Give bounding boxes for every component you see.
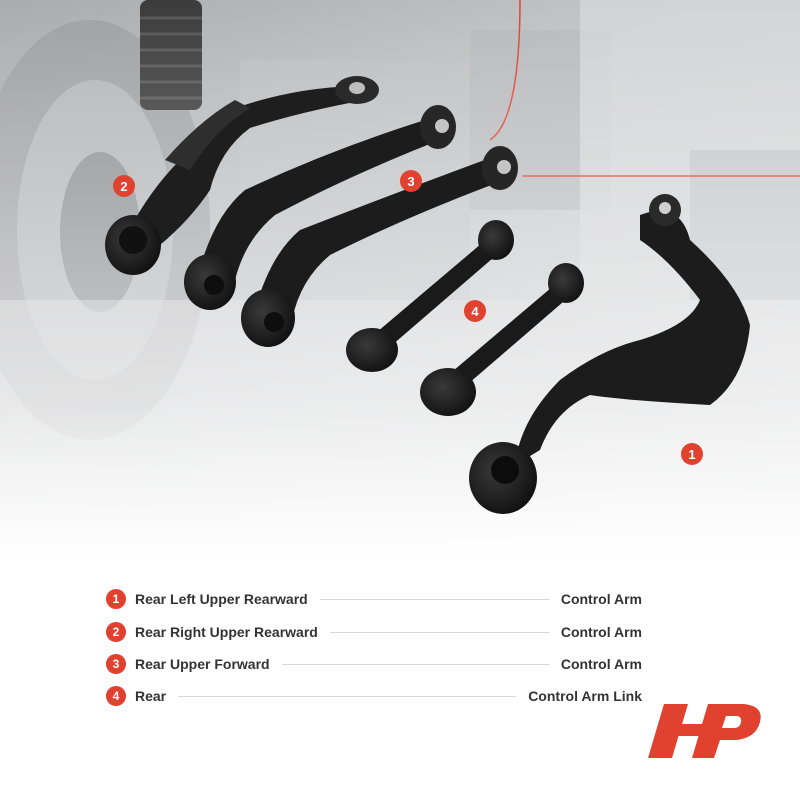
- legend-type-3: Control Arm: [560, 656, 642, 672]
- callout-marker-2: 2: [113, 175, 135, 197]
- legend-row-3: 3 Rear Upper Forward Control Arm: [106, 653, 642, 675]
- legend-divider: [178, 695, 517, 697]
- legend-type-4: Control Arm Link: [528, 688, 642, 704]
- control-arm-2: [105, 76, 379, 275]
- legend-divider: [319, 598, 549, 600]
- legend-divider: [281, 663, 549, 665]
- callout-marker-1: 1: [681, 443, 703, 465]
- callout-marker-3: 3: [400, 170, 422, 192]
- control-arm-1: [469, 194, 750, 514]
- control-arm-link-4a: [346, 220, 514, 372]
- legend-row-4: 4 Rear Control Arm Link: [106, 685, 642, 707]
- legend-row-2: 2 Rear Right Upper Rearward Control Arm: [106, 621, 642, 643]
- legend-part-1: Rear Left Upper Rearward: [135, 591, 308, 607]
- legend-type-2: Control Arm: [560, 624, 642, 640]
- legend-divider: [329, 631, 549, 633]
- legend-number-4: 4: [106, 686, 126, 706]
- legend-part-3: Rear Upper Forward: [135, 656, 270, 672]
- legend-row-1: 1 Rear Left Upper Rearward Control Arm: [106, 588, 642, 610]
- control-arm-link-4b: [420, 263, 584, 416]
- legend-part-2: Rear Right Upper Rearward: [135, 624, 318, 640]
- callout-marker-4: 4: [464, 300, 486, 322]
- legend-part-4: Rear: [135, 688, 167, 704]
- product-photo: [0, 0, 800, 560]
- control-arm-3a: [184, 105, 456, 310]
- control-arm-3b: [241, 146, 518, 347]
- brand-logo-icon: [648, 704, 761, 758]
- legend-number-3: 3: [106, 654, 126, 674]
- legend-number-1: 1: [106, 589, 126, 609]
- legend-type-1: Control Arm: [560, 591, 642, 607]
- legend-number-2: 2: [106, 622, 126, 642]
